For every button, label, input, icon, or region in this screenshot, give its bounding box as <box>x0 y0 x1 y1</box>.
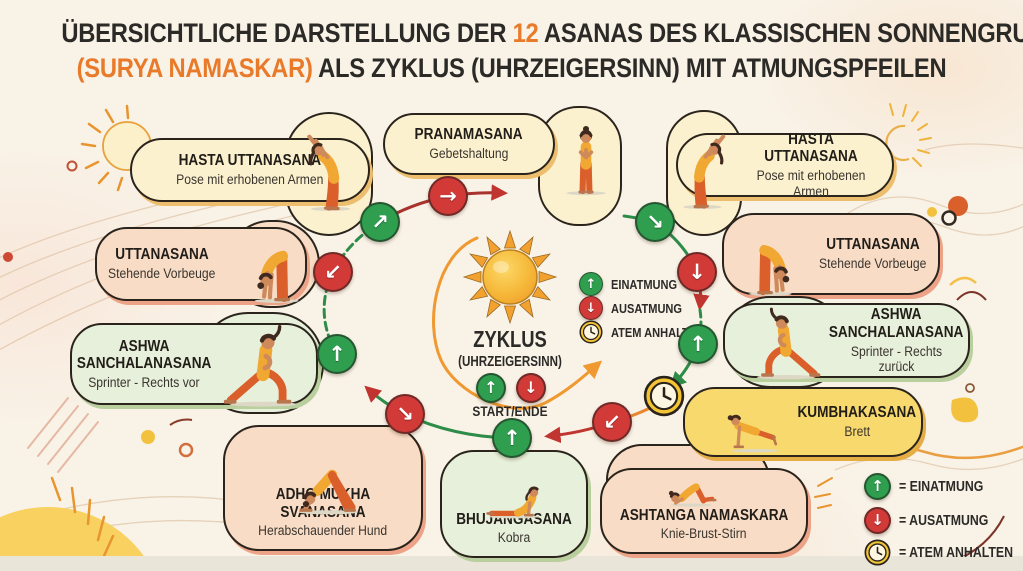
pose-title: ASHWA SANCHALANASANA <box>829 306 964 341</box>
pose-subtitle: Brett <box>844 424 870 440</box>
cycle-label: ZYKLUS (UHRZEIGERSINN) <box>420 326 600 370</box>
inhale-arrow-icon: ↑ <box>871 477 884 495</box>
pose-title: HASTA UTTANASANA <box>764 130 858 166</box>
pose-subtitle: Pose mit erhobenen Armen <box>176 172 324 188</box>
corner-legend-hold: = ATEM ANHALTEN <box>864 539 1023 566</box>
inhale-node: ↑ <box>317 334 357 374</box>
corner-legend-exhale-label: = AUSATMUNG <box>899 512 989 529</box>
pose-subtitle: Pose mit erhobenen Armen <box>756 168 866 199</box>
pose-card-pranamasana: PRANAMASANA Gebetshaltung <box>383 113 555 175</box>
pose-title: ASHTANGA NAMASKARA <box>619 506 789 524</box>
corner-legend-exhale: ↓ = AUSATMUNG <box>864 507 1004 534</box>
pose-subtitle: Stehende Vorbeuge <box>819 256 927 272</box>
exhale-node: ↓ <box>864 507 891 534</box>
inhale-arrow-icon: ↑ <box>484 378 498 397</box>
exhale-arrow-icon: ↘ <box>396 401 414 426</box>
title-line-2: (SURYA NAMASKAR) ALS ZYKLUS (UHRZEIGERSI… <box>76 52 947 83</box>
start-inhale-node: ↑ <box>476 373 506 403</box>
pose-title: ADHO MUKHA SVANASANA <box>275 486 371 521</box>
inhale-arrow-icon: ↑ <box>585 276 597 292</box>
legend-inhale-label: EINATMUNG <box>611 276 678 292</box>
start-exhale-node: ↓ <box>516 373 546 403</box>
pose-card-bhujangasana: BHUJANGASANA Kobra <box>440 450 588 558</box>
pose-card-hasta-uttanasana-right: HASTA UTTANASANA Pose mit erhobenen Arme… <box>676 130 894 199</box>
corner-legend-hold-label: = ATEM ANHALTEN <box>899 544 1014 561</box>
pose-card-adho-mukha-svanasana: ADHO MUKHA SVANASANA Herabschauender Hun… <box>223 425 423 551</box>
pose-subtitle: Sprinter - Rechts vor <box>88 374 200 390</box>
pose-title: UTTANASANA <box>115 246 209 264</box>
inhale-node: ↑ <box>492 418 532 458</box>
exhale-arrow-icon: ↙ <box>603 409 621 434</box>
exhale-node: ↓ <box>579 296 603 320</box>
pose-title: UTTANASANA <box>826 236 920 254</box>
cycle-title: ZYKLUS <box>473 326 547 352</box>
ground-strip <box>0 556 1023 571</box>
exhale-arrow-icon: ↓ <box>688 259 706 284</box>
pose-title: PRANAMASANA <box>414 126 524 144</box>
inhale-node: ↘ <box>635 202 675 242</box>
pose-card-ashwa-sanchalanasana-right: ASHWA SANCHALANASANA Sprinter - Rechts z… <box>723 303 970 378</box>
exhale-arrow-icon: ↓ <box>524 378 538 397</box>
inhale-node: ↑ <box>579 272 603 296</box>
pranamasana-bubble <box>538 106 622 226</box>
pose-card-ashwa-sanchalanasana-left: ASHWA SANCHALANASANA Sprinter - Rechts v… <box>70 323 318 405</box>
pose-subtitle: Herabschauender Hund <box>258 523 388 539</box>
inhale-node: ↑ <box>864 473 891 500</box>
inhale-node: ↑ <box>678 324 718 364</box>
inhale-arrow-icon: ↗ <box>371 209 389 234</box>
exhale-node: ↓ <box>677 252 717 292</box>
corner-legend-inhale-label: = EINATMUNG <box>899 478 984 495</box>
exhale-arrow-icon: ↙ <box>324 259 342 284</box>
hold-clock-icon <box>864 539 891 566</box>
exhale-arrow-icon: → <box>439 183 457 208</box>
title-line-1: ÜBERSICHTLICHE DARSTELLUNG DER 12 ASANAS… <box>61 18 1023 48</box>
inhale-arrow-icon: ↑ <box>328 341 346 366</box>
pose-card-uttanasana-right: UTTANASANA Stehende Vorbeuge <box>722 213 940 295</box>
pose-subtitle: Knie-Brust-Stirn <box>661 526 747 542</box>
inhale-arrow-icon: ↘ <box>646 209 664 234</box>
start-end-label: START/ENDE <box>472 403 548 419</box>
inhale-arrow-icon: ↑ <box>689 331 707 356</box>
pose-title: KUMBHAKASANA <box>797 404 917 422</box>
exhale-node: → <box>428 176 468 216</box>
exhale-arrow-icon: ↓ <box>585 300 597 316</box>
hold-breath-clock-icon <box>643 375 685 417</box>
exhale-node: ↘ <box>385 394 425 434</box>
cycle-subtitle: (UHRZEIGERSINN) <box>458 354 562 370</box>
hold-clock-icon <box>579 320 603 344</box>
pose-title: BHUJANGASANA <box>456 510 572 528</box>
exhale-node: ↙ <box>592 402 632 442</box>
legend-exhale: ↓ AUSATMUNG <box>579 296 695 320</box>
pose-card-hasta-uttanasana-left: HASTA UTTANASANA Pose mit erhobenen Arme… <box>130 138 370 202</box>
exhale-arrow-icon: ↓ <box>871 511 884 529</box>
legend-inhale: ↑ EINATMUNG <box>579 272 689 296</box>
pose-subtitle: Kobra <box>497 530 531 546</box>
exhale-node: ↙ <box>313 252 353 292</box>
pose-subtitle: Stehende Vorbeuge <box>108 266 216 282</box>
pose-card-uttanasana-left: UTTANASANA Stehende Vorbeuge <box>95 227 307 301</box>
pose-title: ASHWA SANCHALANASANA <box>76 337 212 373</box>
infographic-title: ÜBERSICHTLICHE DARSTELLUNG DER 12 ASANAS… <box>0 16 1023 85</box>
pose-title: HASTA UTTANASANA <box>178 152 322 170</box>
pose-card-ashtanga-namaskara: ASHTANGA NAMASKARA Knie-Brust-Stirn <box>600 468 808 554</box>
pose-subtitle: Sprinter - Rechts zurück <box>850 343 943 375</box>
inhale-node: ↗ <box>360 202 400 242</box>
inhale-arrow-icon: ↑ <box>503 425 521 450</box>
pose-card-kumbhakasana: KUMBHAKASANA Brett <box>683 387 923 457</box>
corner-legend-inhale: ↑ = EINATMUNG <box>864 473 998 500</box>
pose-subtitle: Gebetshaltung <box>429 146 509 162</box>
legend-exhale-label: AUSATMUNG <box>611 300 683 316</box>
sun-icon <box>462 229 558 325</box>
